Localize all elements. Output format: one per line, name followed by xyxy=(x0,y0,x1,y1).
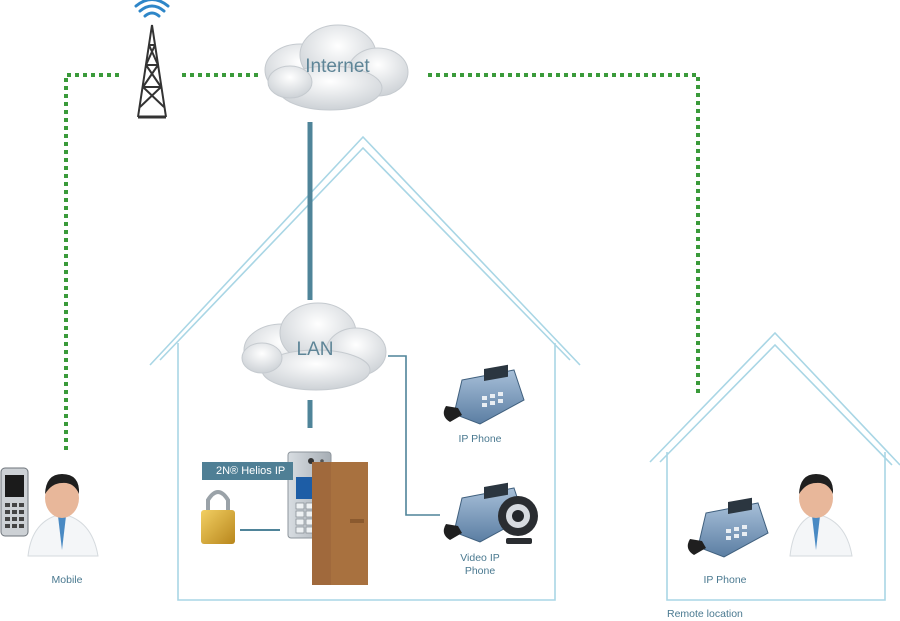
remote-house xyxy=(649,331,900,601)
internet-to-remote-link xyxy=(428,73,700,395)
remote-location-label: Remote location xyxy=(667,608,743,620)
internet-cloud xyxy=(264,24,409,111)
remote-ip-phone-label: IP Phone xyxy=(703,574,747,586)
internet-label: Internet xyxy=(305,56,370,77)
padlock-icon xyxy=(201,490,235,544)
mobile-phone-icon xyxy=(0,467,29,537)
wifi-tower-icon xyxy=(134,0,170,119)
door-icon xyxy=(312,462,368,585)
person-icon xyxy=(27,474,99,557)
webcam-icon xyxy=(498,496,538,544)
mobile-to-tower-link xyxy=(64,73,122,450)
ip-phone-label: IP Phone xyxy=(458,433,502,445)
desk-phone-icon xyxy=(443,364,525,425)
mobile-label: Mobile xyxy=(51,574,83,586)
lan-to-phones-link xyxy=(388,355,440,516)
helios-tag: 2N® Helios IP xyxy=(202,462,294,480)
lan-cloud xyxy=(241,302,387,391)
wired-links xyxy=(240,122,440,531)
desk-phone-icon xyxy=(687,497,769,558)
lan-label: LAN xyxy=(296,339,334,360)
video-phone-label-line2: Phone xyxy=(464,565,496,577)
person-icon xyxy=(789,474,853,557)
wireless-links xyxy=(64,73,700,450)
main-house xyxy=(149,135,581,601)
video-phone-label-line1: Video IP xyxy=(460,552,500,564)
